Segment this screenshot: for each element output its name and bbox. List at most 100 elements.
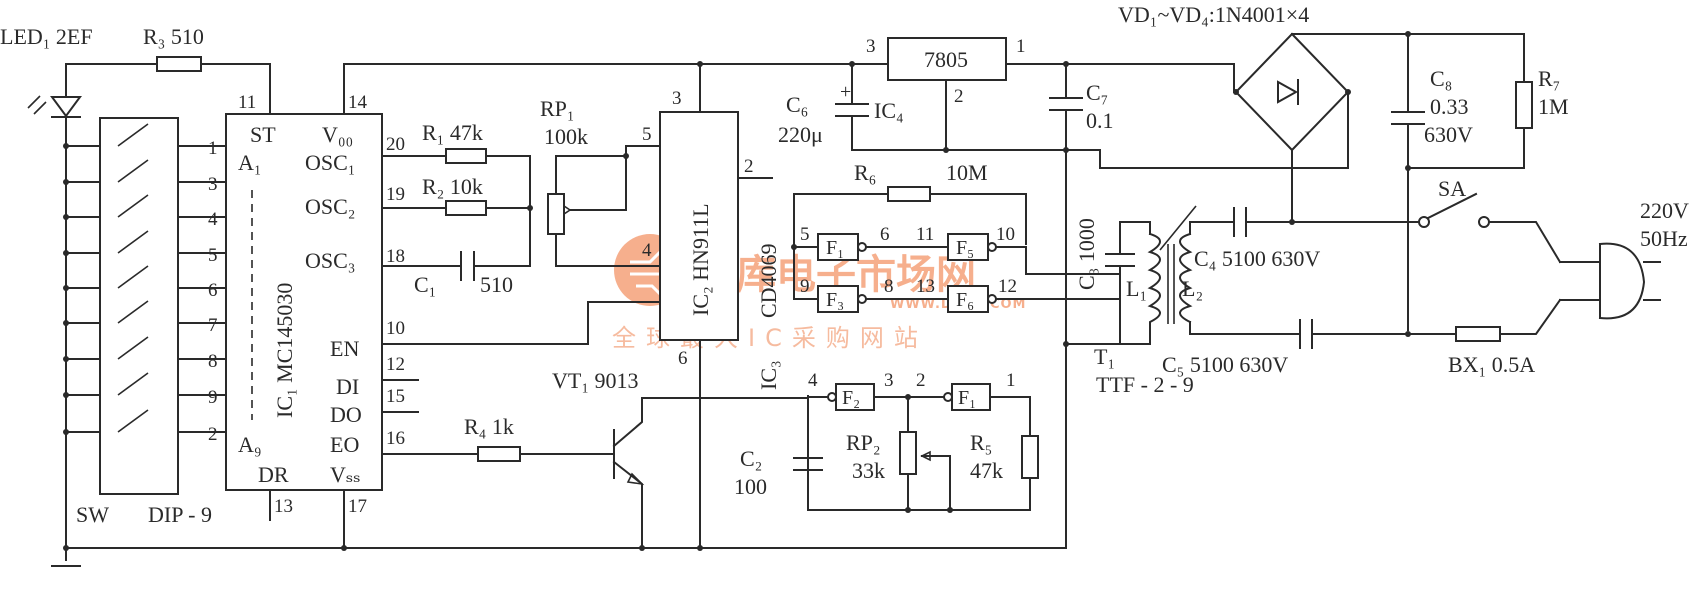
dip-switch: SW DIP - 9 <box>63 117 227 527</box>
c6-plus: + <box>840 81 851 103</box>
ic2-pin-6: 6 <box>678 348 688 369</box>
pin-9: 9 <box>208 387 218 408</box>
ic4-label: IC₄ <box>874 98 904 123</box>
pin-4: 4 <box>208 209 218 230</box>
r5-label: R₅ <box>970 430 992 455</box>
resistor-r2 <box>445 200 487 216</box>
pin-5: 5 <box>208 245 218 266</box>
switch-sa-contact-b <box>1478 216 1490 228</box>
cd4069-gates: CD4069 IC₃ R₆ 10M F₁ F₅ 5 6 11 10 F₃ F₆ <box>734 160 1121 513</box>
sa-label: SA <box>1438 176 1466 201</box>
cd4069-label: CD4069 <box>756 243 781 318</box>
pin-10: 10 <box>386 318 405 339</box>
ic1-dr-label: DR <box>258 462 289 487</box>
sw-label: SW <box>76 502 109 527</box>
c2-value: 100 <box>734 474 767 499</box>
r2-label: R₂ 10k <box>422 174 483 199</box>
ic1-eo-label: EO <box>330 432 359 457</box>
diode-icon <box>1277 80 1299 104</box>
t1-label: T₁ <box>1094 344 1115 369</box>
gate-pin-13: 13 <box>916 276 935 297</box>
pin-13: 13 <box>274 496 293 517</box>
c7-value: 0.1 <box>1086 108 1114 133</box>
c5-label: C₅ 5100 630V <box>1162 352 1288 377</box>
pin-3: 3 <box>208 174 218 195</box>
gate-f1-top-label: F₁ <box>826 237 844 259</box>
reg-pin-3: 3 <box>866 36 876 57</box>
c8-label: C₈ <box>1430 66 1452 91</box>
pin-8: 8 <box>208 351 218 372</box>
ic2-pin-5: 5 <box>642 124 652 145</box>
ttf-label: TTF - 2 - 9 <box>1096 372 1194 397</box>
switch-sa-contact-a <box>1418 216 1430 228</box>
resistor-r4 <box>477 446 521 462</box>
r4-label: R₄ 1k <box>464 414 514 439</box>
r5-value: 47k <box>970 458 1003 483</box>
gate-pin-3: 3 <box>884 370 894 391</box>
pin-20: 20 <box>386 134 405 155</box>
resistor-r3 <box>156 56 202 72</box>
ic1-di-label: DI <box>336 374 359 399</box>
pin-19: 19 <box>386 184 405 205</box>
r6-value: 10M <box>946 160 988 185</box>
bridge-rectifier: VD₁~VD₄:1N4001×4 C₈ 0.33 630V R₇ 1M <box>1065 2 1569 331</box>
c6-label: C₆ <box>786 92 808 117</box>
pin-12: 12 <box>386 354 405 375</box>
ic2-pin-2: 2 <box>744 156 754 177</box>
r7-label: R₇ <box>1538 66 1560 91</box>
c7-label: C₇ <box>1086 80 1108 105</box>
c8-voltage: 630V <box>1424 122 1473 147</box>
gate-f5-label: F₅ <box>956 237 974 259</box>
c1-label: C₁ <box>414 272 436 297</box>
pin-6: 6 <box>208 280 218 301</box>
switch-sa-lever <box>1426 192 1478 220</box>
c2-label: C₂ <box>740 446 762 471</box>
c8-value: 0.33 <box>1430 94 1469 119</box>
rp1-ic2-section: RP₁ 100k IC₂ HN911L 3 5 4 2 6 <box>540 61 773 549</box>
capacitor-c1 <box>460 251 475 281</box>
rp2-label: RP₂ <box>846 430 881 455</box>
reg-pin-2: 2 <box>954 86 964 107</box>
gate-f6-label: F₆ <box>956 289 974 311</box>
resistor-r1 <box>445 148 487 164</box>
coil-l2-icon <box>1179 232 1193 324</box>
capacitor-c7 <box>1049 97 1083 111</box>
oscillator-network: R₁ 47k R₂ 10k C₁ 510 <box>414 120 533 297</box>
adjustable-core-arrow <box>1159 205 1197 251</box>
pin-15: 15 <box>386 386 405 407</box>
coil-l1-icon <box>1147 232 1161 345</box>
pin-7: 7 <box>208 315 218 336</box>
bx1-label: BX₁ 0.5A <box>1448 352 1535 377</box>
l1-label: L₁ <box>1126 276 1147 301</box>
ic1-a1-label: A₁ <box>238 150 262 175</box>
gate-f3-label: F₃ <box>826 289 844 311</box>
resistor-r7 <box>1515 81 1533 129</box>
ic1-a9-label: A₉ <box>238 432 262 457</box>
ic1-osc3-label: OSC₃ <box>305 248 355 273</box>
c1-value: 510 <box>480 272 513 297</box>
led-r3-section: LED₁ 2EF R₃ 510 <box>0 24 271 567</box>
ic1-mc145030: IC₁ MC145030 ST V₀₀ A₁ OSC₁ OSC₂ OSC₃ EN… <box>208 63 1061 549</box>
potentiometer-rp1 <box>547 193 565 235</box>
rp1-label: RP₁ <box>540 96 575 121</box>
gate-f1-label: F₁ <box>958 387 976 409</box>
gate-pin-9: 9 <box>800 276 810 297</box>
l2-label: L₂ <box>1182 276 1203 301</box>
capacitor-c6 <box>835 103 869 117</box>
ic3-label: IC₃ <box>756 360 781 390</box>
pin-11: 11 <box>238 92 256 113</box>
ic2-pin-4: 4 <box>642 240 652 261</box>
gate-pin-4: 4 <box>808 370 818 391</box>
pin-1: 1 <box>208 138 218 159</box>
ic1-vss-label: Vₛₛ <box>330 462 361 487</box>
ic1-do-label: DO <box>330 402 362 427</box>
pin-14: 14 <box>348 92 368 113</box>
gate-pin-1: 1 <box>1006 370 1016 391</box>
gate-pin-11: 11 <box>916 224 934 245</box>
led-label: LED₁ 2EF <box>0 24 93 49</box>
ic2-pin-3: 3 <box>672 88 682 109</box>
r6-label: R₆ <box>854 160 876 185</box>
rp1-value: 100k <box>544 124 588 149</box>
gate-f2-label: F₂ <box>842 387 860 409</box>
